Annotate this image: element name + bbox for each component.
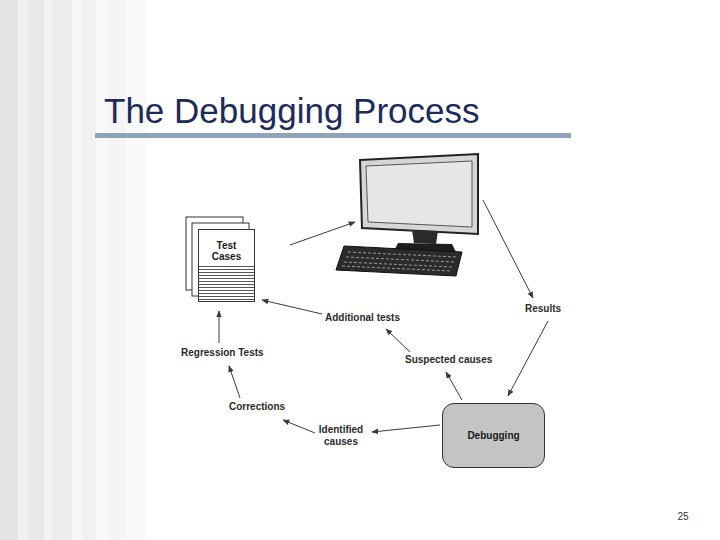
computer-monitor <box>360 154 478 252</box>
diagram-panel <box>180 155 566 471</box>
process-box: Debugging <box>442 403 545 468</box>
node-label: Debugging <box>446 430 541 441</box>
page-number: 25 <box>670 511 696 523</box>
background-stripes <box>0 0 146 540</box>
flow-label: Additional tests <box>325 312 415 324</box>
slide-title: The Debugging Process <box>104 91 480 131</box>
node-label: Test Cases <box>207 240 247 262</box>
flow-label: Results <box>525 303 585 315</box>
flow-label: Regression Tests <box>181 347 276 359</box>
document-stack: Test Cases <box>198 229 255 302</box>
title-underline <box>95 133 571 138</box>
flow-label: Identified causes <box>314 424 368 448</box>
keyboard <box>336 246 462 276</box>
flow-label: Corrections <box>229 401 299 413</box>
flow-label: Suspected causes <box>405 354 505 366</box>
flow-arrows <box>219 200 548 433</box>
